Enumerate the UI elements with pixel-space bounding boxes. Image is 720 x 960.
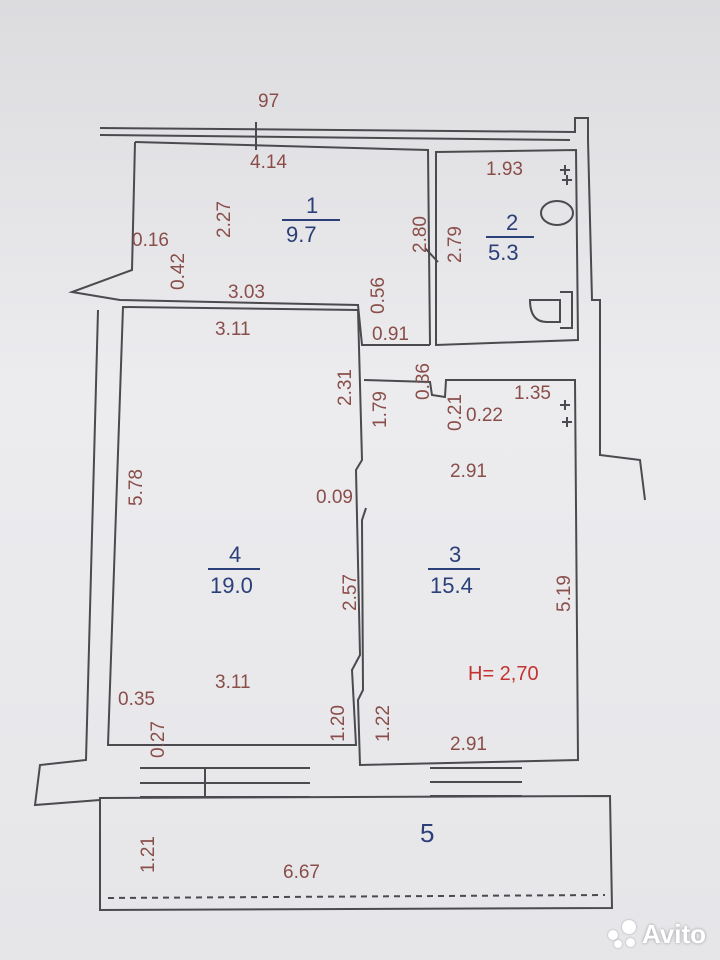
dim-r4-corner: 0.35 (118, 689, 155, 710)
dim-r4-window-side: 1.20 (327, 705, 349, 742)
room-4-outline (106, 305, 364, 746)
room-3-divider (428, 568, 480, 570)
dim-balcony-side: 1.21 (137, 836, 159, 873)
dim-corridor-step: 1.79 (369, 391, 391, 428)
top-outer-wall (99, 117, 589, 140)
dim-r2-top: 1.93 (486, 159, 523, 180)
dim-r1-right-step: 0.56 (367, 277, 389, 314)
toilet-icon (528, 291, 573, 329)
dim-balcony-length: 6.67 (283, 862, 320, 883)
balcony-outline (99, 794, 614, 912)
ceiling-height-note: H= 2,70 (468, 663, 539, 685)
avito-logo-icon (607, 919, 638, 950)
window-room-3 (430, 767, 522, 797)
room-3-number: 3 (449, 542, 462, 567)
room-3-outline (356, 379, 580, 767)
dim-r4-top: 3.11 (215, 319, 251, 340)
room-4-number: 4 (229, 542, 242, 567)
dim-r4-bottom: 3.11 (215, 672, 251, 693)
sheet-number: 97 (258, 91, 280, 112)
avito-watermark: Avito (607, 919, 706, 950)
dim-r3-top: 1.35 (514, 383, 551, 404)
dim-r1-top: 4.14 (250, 152, 287, 173)
dim-r1-left-step: 0.42 (167, 253, 189, 290)
dim-r2-left: 2.79 (444, 226, 466, 263)
room-5-number: 5 (420, 818, 435, 848)
dim-r1-height: 2.27 (213, 201, 235, 238)
avito-watermark-text: Avito (641, 919, 706, 949)
dim-r4-right-top: 2.31 (334, 369, 356, 406)
room-1-outline (134, 141, 431, 346)
sink-icon (540, 200, 574, 226)
dim-r3-width: 2.91 (450, 461, 487, 482)
dim-r1-bottom: 3.03 (228, 282, 265, 303)
room-1-number: 1 (306, 193, 319, 218)
dim-r1-right: 2.80 (409, 216, 431, 253)
room-2-number: 2 (506, 210, 519, 235)
room-3-area: 15.4 (430, 573, 473, 598)
dim-r3-bottom: 2.91 (450, 734, 487, 755)
dim-corridor-width: 0.91 (372, 324, 409, 345)
dim-r3-step-a: 0.21 (444, 394, 466, 431)
dim-r4-door: 2.57 (339, 574, 361, 611)
room-4-divider (208, 568, 260, 570)
dim-r4-left: 5.78 (125, 469, 147, 506)
dim-corridor-gap: 0.36 (412, 363, 434, 400)
room-2-area: 5.3 (488, 240, 519, 265)
window-room-4 (140, 767, 310, 798)
dim-r4-wall: 0.09 (316, 487, 353, 508)
room-2-divider (486, 236, 534, 238)
dim-r3-step-b: 0.22 (466, 405, 503, 426)
room-2-outline (435, 148, 580, 347)
room-1-area: 9.7 (286, 222, 317, 247)
room-4-area: 19.0 (210, 573, 253, 598)
room-1-divider (282, 219, 340, 221)
dim-r4-sill: 0.27 (147, 721, 169, 758)
dim-r3-window-side: 1.22 (372, 705, 394, 742)
dim-r3-right: 5.19 (553, 575, 575, 612)
dim-r1-left: 0.16 (132, 230, 169, 251)
